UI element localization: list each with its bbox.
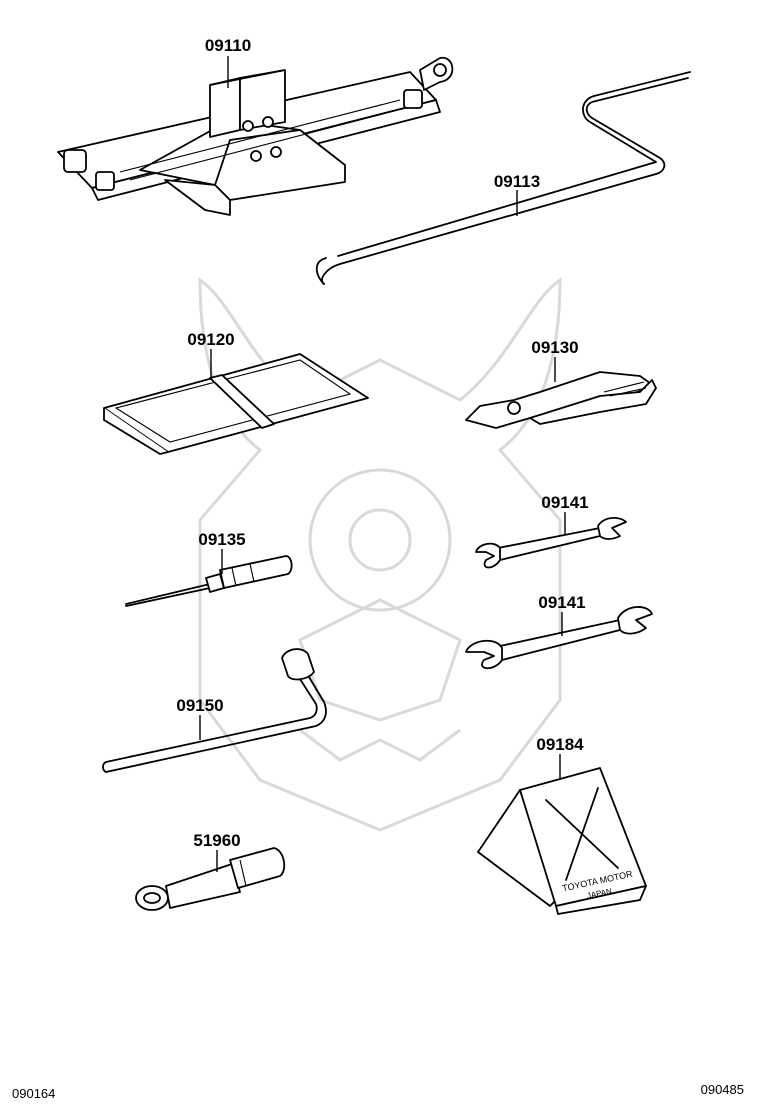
wrench-small-drawing xyxy=(475,517,627,569)
screwdriver-drawing xyxy=(125,555,293,607)
lug-wrench-part-number: 09150 xyxy=(176,696,223,715)
jack-drawing xyxy=(57,57,454,216)
jack-handle-drawing xyxy=(315,71,691,285)
footer-left-code: 090164 xyxy=(12,1086,55,1101)
towing-eye-part-number: 51960 xyxy=(193,831,240,850)
jack-part-number: 09110 xyxy=(205,36,251,55)
jack-handle-part-number: 09113 xyxy=(494,172,540,191)
footer-right-code: 090485 xyxy=(701,1082,744,1097)
tool-bag-part-number: 09120 xyxy=(187,330,234,349)
lug-wrench-drawing xyxy=(102,648,327,773)
tool-bag-drawing xyxy=(103,353,369,455)
screwdriver-part-number: 09135 xyxy=(198,530,245,549)
wrench-large-drawing xyxy=(465,606,653,670)
wrench-large-part-number: 09141 xyxy=(538,593,585,612)
towing-eye-drawing xyxy=(135,847,286,911)
wheel-chock-drawing: TOYOTA MOTOR JAPAN xyxy=(477,767,647,915)
wheel-chock-part-number: 09184 xyxy=(536,735,584,754)
pliers-part-number: 09130 xyxy=(531,338,578,357)
wrench-small-part-number: 09141 xyxy=(541,493,588,512)
pliers-drawing xyxy=(465,371,657,429)
